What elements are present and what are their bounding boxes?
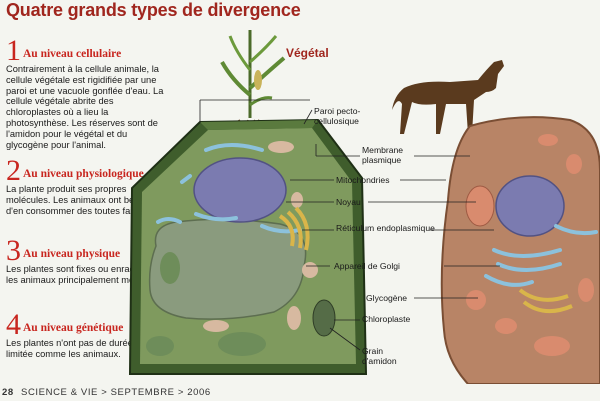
page-footer: 28 SCIENCE & VIE > SEPTEMBRE > 2006 <box>0 384 600 401</box>
section-genetique: 4 Au niveau génétique Les plantes n'ont … <box>6 308 164 360</box>
cell-diagram <box>128 30 600 384</box>
section-body: La plante produit ses propres molécules.… <box>6 184 152 216</box>
section-body: Les plantes sont fixes ou enracinées, le… <box>6 264 159 285</box>
section-number: 3 <box>6 234 21 267</box>
leader-lines <box>199 99 500 351</box>
section-number: 2 <box>6 154 21 187</box>
section-physiologique: 2 Au niveau physiologique La plante prod… <box>6 154 164 216</box>
label-golgi: Appareil de Golgi <box>334 261 400 271</box>
vegetal-label: Végétal <box>286 46 329 60</box>
section-heading: Au niveau génétique <box>23 322 124 334</box>
publication-line: SCIENCE & VIE > SEPTEMBRE > 2006 <box>21 387 211 398</box>
section-body: Les plantes n'ont pas de durée de vie li… <box>6 338 161 359</box>
horse-illustration <box>392 60 504 134</box>
section-body: Contrairement à la cellule animale, la c… <box>6 64 164 150</box>
label-amidon: Grain d'amidon <box>362 346 397 366</box>
page-number: 28 <box>2 387 14 398</box>
section-heading: Au niveau physique <box>23 248 121 260</box>
plant-cell <box>128 118 368 375</box>
section-number: 4 <box>6 308 21 341</box>
section-heading: Au niveau physiologique <box>23 168 144 180</box>
section-heading: Au niveau cellulaire <box>23 48 122 60</box>
section-cellulaire: 1 Au niveau cellulaire Contrairement à l… <box>6 34 164 150</box>
page-title: Quatre grands types de divergence <box>6 0 301 20</box>
label-paroi: Paroi pecto-cellulosique <box>314 106 361 126</box>
plant-illustration <box>220 30 286 131</box>
label-mitochondries: Mitochondries <box>336 175 390 185</box>
section-number: 1 <box>6 34 21 67</box>
animal-cell <box>440 116 600 384</box>
label-chloroplaste: Chloroplaste <box>362 314 411 324</box>
label-glycogene: Glycogène <box>366 293 408 303</box>
label-noyau: Noyau <box>336 197 361 207</box>
section-physique: 3 Au niveau physique Les plantes sont fi… <box>6 234 164 286</box>
label-reticulum: Réticulum endoplasmique <box>336 223 435 233</box>
label-membrane: Membrane plasmique <box>362 145 404 165</box>
